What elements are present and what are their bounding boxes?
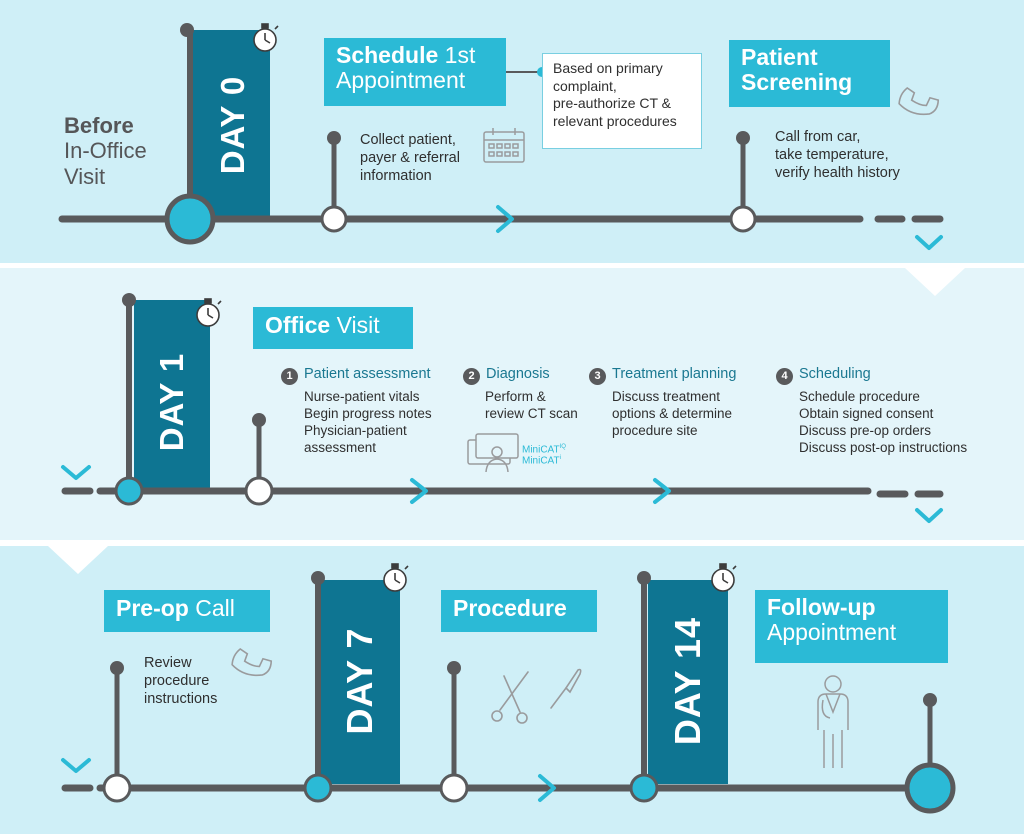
row1-top-dot-1 xyxy=(180,23,194,37)
preop-rest: Call xyxy=(188,595,235,621)
preop-bold: Pre-op xyxy=(116,595,189,621)
ct-scanner-icon xyxy=(467,433,519,473)
milestone-day1 xyxy=(114,476,144,506)
chevron-right-icon xyxy=(496,205,514,233)
before-bold: Before xyxy=(64,113,134,138)
preop-call-box: Pre-op Call xyxy=(104,590,270,632)
screening-line2: Screening xyxy=(741,69,853,96)
procedure-box: Procedure xyxy=(441,590,597,632)
followup-bold: Follow-up xyxy=(767,594,876,620)
row1-top-dot-3 xyxy=(736,131,750,145)
schedule-rest: 1st xyxy=(438,42,476,68)
schedule-appointment-box: Schedule 1st Appointment xyxy=(324,38,506,106)
office-visit-box: Office Visit xyxy=(253,307,413,349)
minicat-logo: MiniCATIQ MiniCATi xyxy=(522,444,566,467)
preop-description: Review procedure instructions xyxy=(144,655,218,708)
before-line2: In-Office xyxy=(64,138,147,164)
office-rest: Visit xyxy=(330,312,380,338)
chevron-right-icon xyxy=(653,478,671,504)
milestone-day7 xyxy=(303,773,333,803)
day-1-label: DAY 1 xyxy=(153,352,190,452)
step-diagnosis-text: Perform & review CT scan xyxy=(485,389,578,421)
schedule-description: Collect patient, payer & referral inform… xyxy=(360,132,460,185)
day-0-label: DAY 0 xyxy=(214,75,251,175)
chevron-right-icon xyxy=(410,478,428,504)
milestone-schedule xyxy=(320,205,348,233)
day-7-block xyxy=(320,580,400,784)
phone-icon xyxy=(898,86,940,116)
followup-line2: Appointment xyxy=(767,619,897,646)
chevron-down-icon xyxy=(915,235,943,250)
procedure-label: Procedure xyxy=(453,595,567,621)
before-in-office-visit-title: Before In-Office Visit xyxy=(64,113,147,189)
row2-timeline xyxy=(61,297,944,498)
milestone-day14 xyxy=(629,773,659,803)
chevron-right-icon xyxy=(538,774,556,802)
chevron-down-icon xyxy=(61,758,91,773)
schedule-line2: Appointment xyxy=(336,67,466,94)
row1-top-dot-2 xyxy=(327,131,341,145)
screening-description: Call from car, take temperature, verify … xyxy=(775,129,900,182)
stopwatch-icon xyxy=(383,563,409,592)
day-7-label: DAY 7 xyxy=(339,627,380,735)
chevron-down-icon xyxy=(61,465,91,480)
day-1-block xyxy=(134,300,210,489)
stopwatch-icon xyxy=(711,563,737,592)
step-patient-assessment-text: Nurse-patient vitals Begin progress note… xyxy=(304,389,432,455)
stopwatch-icon xyxy=(196,298,222,327)
scalpel-icon xyxy=(550,668,582,709)
milestone-office-visit xyxy=(244,476,274,506)
step-scheduling-text: Schedule procedure Obtain signed consent… xyxy=(799,389,968,455)
screening-line1: Patient xyxy=(741,44,818,70)
stopwatch-icon xyxy=(253,23,279,52)
office-bold: Office xyxy=(265,312,331,338)
patient-screening-box: Patient Screening xyxy=(729,40,890,107)
doctor-icon xyxy=(817,675,849,768)
milestone-day0 xyxy=(164,193,216,245)
row3-timeline xyxy=(61,577,934,792)
day-14-label: DAY 14 xyxy=(667,616,708,746)
before-line3: Visit xyxy=(64,163,106,189)
schedule-bold: Schedule xyxy=(336,42,439,68)
day-14-block xyxy=(648,580,728,784)
chevron-down-icon xyxy=(915,508,943,523)
preauthorize-callout: Based on primary complaint, pre-authoriz… xyxy=(542,53,702,149)
day-0-block xyxy=(193,30,270,219)
phone-icon xyxy=(231,647,273,677)
step-treatment-planning-text: Discuss treatment options & determine pr… xyxy=(612,389,733,438)
milestone-procedure xyxy=(439,773,469,803)
milestone-preop xyxy=(102,773,132,803)
milestone-followup xyxy=(904,762,956,814)
followup-box: Follow-up Appointment xyxy=(755,590,948,663)
calendar-icon xyxy=(483,128,525,163)
scissors-icon xyxy=(491,671,529,724)
milestone-screening xyxy=(729,205,757,233)
